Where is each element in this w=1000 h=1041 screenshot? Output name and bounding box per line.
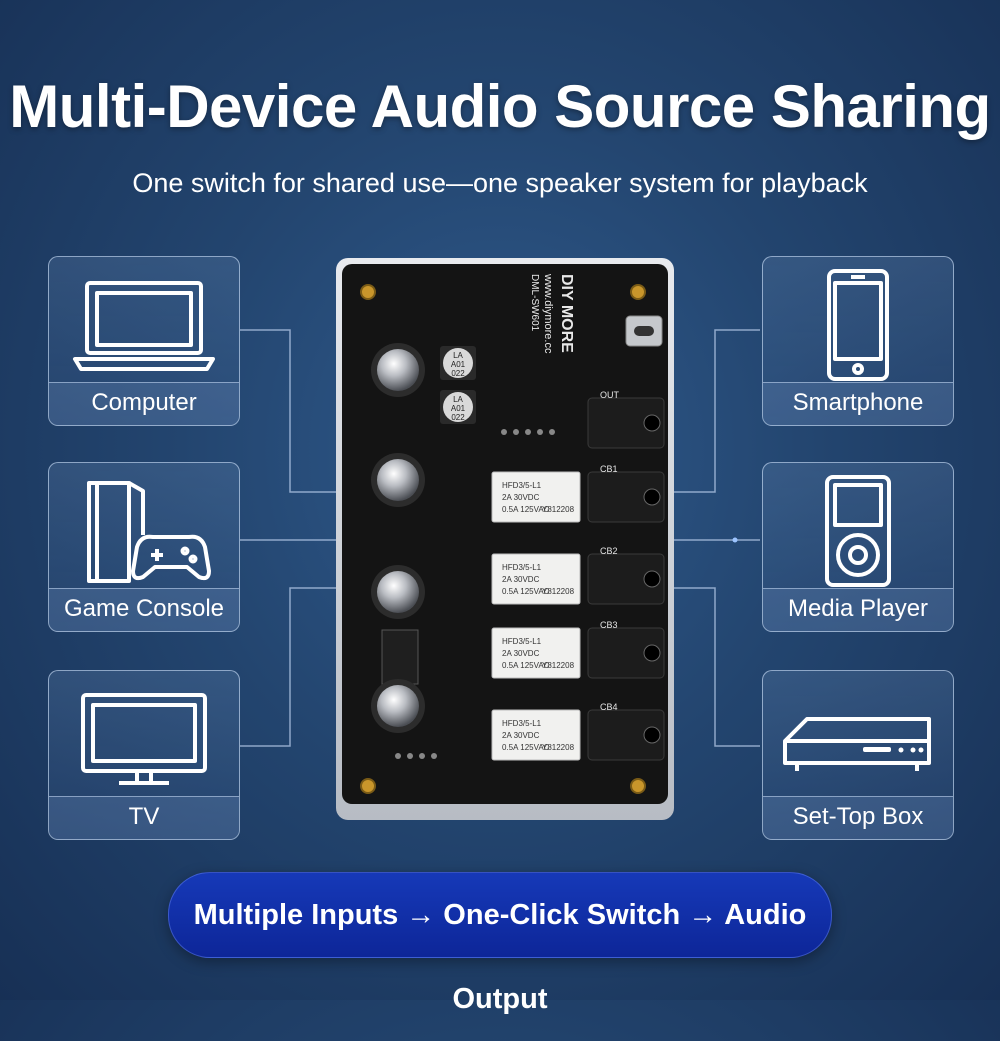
svg-text:2A 30VDC: 2A 30VDC	[502, 575, 540, 584]
svg-text:Y812208: Y812208	[542, 743, 575, 752]
svg-text:Y812208: Y812208	[542, 587, 575, 596]
port-label-cb2: CB2	[600, 546, 618, 556]
select-button-2	[377, 459, 419, 501]
relays: HFD3/5-L1 2A 30VDC 0.5A 125VAC Y812208 H…	[491, 471, 581, 761]
svg-text:HFD3/5-L1: HFD3/5-L1	[502, 481, 542, 490]
ic-chip	[381, 629, 419, 685]
svg-text:0.5A 125VAC: 0.5A 125VAC	[502, 743, 550, 752]
page-subtitle: One switch for shared use—one speaker sy…	[132, 168, 868, 198]
svg-text:2A 30VDC: 2A 30VDC	[502, 493, 540, 502]
svg-text:A01: A01	[451, 404, 466, 413]
select-button-1	[377, 349, 419, 391]
svg-text:2A 30VDC: 2A 30VDC	[502, 649, 540, 658]
device-label: Game Console	[49, 588, 239, 631]
pcb	[342, 264, 668, 804]
select-button-3	[377, 571, 419, 613]
tv-icon	[81, 693, 207, 785]
media-player-icon	[825, 475, 891, 587]
board-brand: DIY MORE	[558, 274, 575, 353]
svg-text:HFD3/5-L1: HFD3/5-L1	[502, 563, 542, 572]
select-buttons	[371, 343, 425, 733]
svg-text:0.5A 125VAC: 0.5A 125VAC	[502, 505, 550, 514]
svg-text:Y812208: Y812208	[542, 661, 575, 670]
capacitors: LA A01 022 LA A01 022	[440, 346, 476, 424]
select-button-4	[377, 685, 419, 727]
flow-banner: Multiple Inputs → One-Click Switch → Aud…	[168, 872, 832, 1015]
flow-text: Multiple Inputs → One-Click Switch → Aud…	[193, 899, 807, 1015]
svg-text:Y812208: Y812208	[542, 505, 575, 514]
port-label-cb4: CB4	[600, 702, 618, 712]
svg-text:HFD3/5-L1: HFD3/5-L1	[502, 719, 542, 728]
device-label: Computer	[49, 382, 239, 425]
smartphone-icon	[827, 269, 889, 381]
audio-switch-board: DIY MORE www.diymore.cc DML-SW601 LA A01…	[336, 258, 674, 820]
svg-text:LA: LA	[453, 351, 463, 360]
svg-text:HFD3/5-L1: HFD3/5-L1	[502, 637, 542, 646]
device-card-smartphone: Smartphone	[762, 256, 954, 426]
svg-text:022: 022	[451, 413, 465, 422]
mounting-holes	[360, 284, 646, 794]
port-label-cb3: CB3	[600, 620, 618, 630]
laptop-icon	[73, 281, 215, 371]
svg-text:LA: LA	[453, 395, 463, 404]
svg-text:0.5A 125VAC: 0.5A 125VAC	[502, 661, 550, 670]
device-card-tv: TV	[48, 670, 240, 840]
svg-text:A01: A01	[451, 360, 466, 369]
svg-text:022: 022	[451, 369, 465, 378]
pin-header	[395, 429, 555, 759]
page-title: Multi-Device Audio Source Sharing	[9, 73, 991, 140]
device-label: TV	[49, 796, 239, 839]
device-label: Smartphone	[763, 382, 953, 425]
port-labels: OUT CB1 CB2 CB3 CB4	[600, 390, 620, 712]
device-label: Media Player	[763, 588, 953, 631]
device-card-media-player: Media Player	[762, 462, 954, 632]
device-card-set-top-box: Set-Top Box	[762, 670, 954, 840]
device-label: Set-Top Box	[763, 796, 953, 839]
svg-text:2A 30VDC: 2A 30VDC	[502, 731, 540, 740]
device-card-computer: Computer	[48, 256, 240, 426]
set-top-box-icon	[783, 717, 931, 771]
audio-jacks	[587, 397, 665, 761]
device-card-game-console: Game Console	[48, 462, 240, 632]
port-label-out: OUT	[600, 390, 620, 400]
board-model: DML-SW601	[529, 274, 540, 332]
svg-text:0.5A 125VAC: 0.5A 125VAC	[502, 587, 550, 596]
game-console-icon	[87, 481, 211, 583]
connection-lines	[240, 329, 760, 747]
board-url: www.diymore.cc	[542, 273, 554, 354]
port-label-cb1: CB1	[600, 464, 618, 474]
